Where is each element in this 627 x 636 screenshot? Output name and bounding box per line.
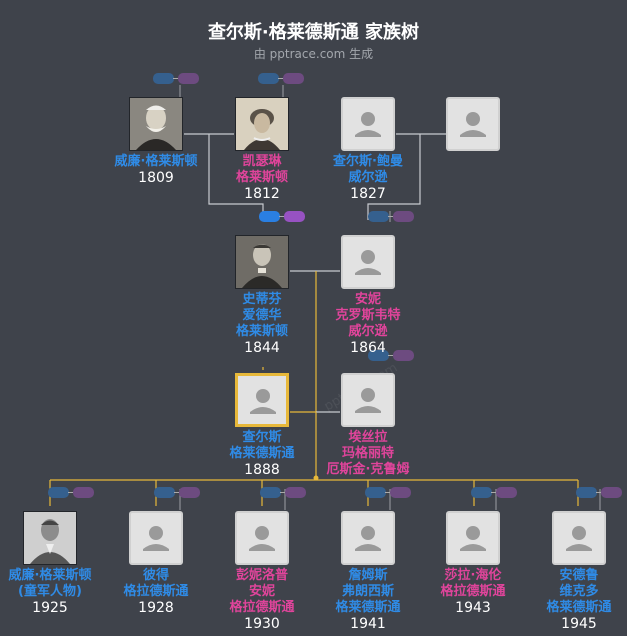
- expand-toggle[interactable]: [154, 487, 200, 498]
- person-birth-year: 1864: [350, 340, 386, 356]
- person-birth-year: 1928: [138, 600, 174, 616]
- person-name-c4[interactable]: 詹姆斯弗朗西斯格莱德斯通: [293, 568, 443, 616]
- name-line: 詹姆斯: [348, 568, 388, 583]
- person-photo-p5[interactable]: [235, 235, 289, 289]
- person-name-p1[interactable]: 威廉·格莱斯顿: [81, 154, 231, 170]
- person-photo-p8[interactable]: [341, 373, 395, 427]
- name-line: 格拉德斯通: [123, 584, 189, 599]
- name-line: 彭妮洛普: [235, 568, 288, 583]
- name-line: 格拉德斯通: [229, 600, 295, 615]
- person-photo-p2[interactable]: [235, 97, 289, 151]
- person-photo-p4[interactable]: [446, 97, 500, 151]
- person-birth-year: 1827: [350, 186, 386, 202]
- expand-toggle[interactable]: [368, 211, 414, 222]
- name-line: 查尔斯·鲍曼: [333, 154, 403, 169]
- person-birth-year: 1844: [244, 340, 280, 356]
- name-line: 格莱斯顿: [235, 324, 288, 339]
- name-line: 玛格丽特: [341, 446, 394, 461]
- name-line: 史蒂芬: [242, 292, 282, 307]
- person-photo-c6[interactable]: [552, 511, 606, 565]
- person-photo-p1[interactable]: [129, 97, 183, 151]
- name-line: 埃丝拉: [348, 430, 388, 445]
- person-photo-c5[interactable]: [446, 511, 500, 565]
- person-name-p8[interactable]: 埃丝拉玛格丽特厄斯金·克鲁姆: [293, 430, 443, 478]
- name-line: 爱德华: [242, 308, 282, 323]
- page-title: 查尔斯·格莱德斯通 家族树: [207, 22, 420, 43]
- person-name-c2[interactable]: 彼得格拉德斯通: [81, 568, 231, 600]
- name-line: 维克多: [559, 584, 599, 599]
- name-line: 克罗斯韦特: [335, 308, 401, 323]
- expand-toggle[interactable]: [365, 487, 411, 498]
- person-name-p6[interactable]: 安妮克罗斯韦特威尔逊: [293, 292, 443, 340]
- name-line: 格拉德斯通: [440, 584, 506, 599]
- name-line: 查尔斯: [242, 430, 282, 445]
- expand-toggle[interactable]: [368, 350, 414, 361]
- person-photo-c3[interactable]: [235, 511, 289, 565]
- name-line: 格莱德斯通: [546, 600, 612, 615]
- person-photo-c1[interactable]: [23, 511, 77, 565]
- name-line: (童军人物): [18, 584, 82, 599]
- person-name-p5[interactable]: 史蒂芬爱德华格莱斯顿: [187, 292, 337, 340]
- name-line: 莎拉·海伦: [444, 568, 502, 583]
- expand-toggle[interactable]: [153, 73, 199, 84]
- person-name-c6[interactable]: 安德鲁维克多格莱德斯通: [504, 568, 627, 616]
- expand-toggle[interactable]: [471, 487, 517, 498]
- expand-toggle[interactable]: [260, 487, 306, 498]
- name-line: 威廉·格莱斯顿: [8, 568, 92, 583]
- person-birth-year: 1812: [244, 186, 280, 202]
- name-line: 弗朗西斯: [341, 584, 394, 599]
- expand-toggle[interactable]: [259, 211, 305, 222]
- person-name-p3[interactable]: 查尔斯·鲍曼威尔逊: [293, 154, 443, 186]
- expand-toggle[interactable]: [48, 487, 94, 498]
- name-line: 彼得: [142, 568, 169, 583]
- person-name-c1[interactable]: 威廉·格莱斯顿(童军人物): [0, 568, 125, 600]
- person-birth-year: 1809: [138, 170, 174, 186]
- expand-toggle[interactable]: [258, 73, 304, 84]
- person-name-p7[interactable]: 查尔斯格莱德斯通: [187, 430, 337, 462]
- expand-toggle[interactable]: [576, 487, 622, 498]
- person-photo-p6[interactable]: [341, 235, 395, 289]
- person-birth-year: 1943: [455, 600, 491, 616]
- name-line: 格莱德斯通: [335, 600, 401, 615]
- name-line: 厄斯金·克鲁姆: [326, 462, 410, 477]
- name-line: 威廉·格莱斯顿: [114, 154, 198, 169]
- person-birth-year: 1930: [244, 616, 280, 632]
- page-subtitle: 由 pptrace.com 生成: [253, 47, 374, 61]
- name-line: 格莱斯顿: [235, 170, 288, 185]
- name-line: 安妮: [248, 584, 275, 599]
- person-birth-year: 1888: [244, 462, 280, 478]
- name-line: 安妮: [354, 292, 381, 307]
- person-name-p2[interactable]: 凯瑟琳格莱斯顿: [187, 154, 337, 186]
- person-birth-year: 1925: [32, 600, 68, 616]
- person-photo-c2[interactable]: [129, 511, 183, 565]
- person-name-c3[interactable]: 彭妮洛普安妮格拉德斯通: [187, 568, 337, 616]
- person-photo-c4[interactable]: [341, 511, 395, 565]
- person-name-c5[interactable]: 莎拉·海伦格拉德斯通: [398, 568, 548, 600]
- person-birth-year: 1941: [350, 616, 386, 632]
- person-photo-p3[interactable]: [341, 97, 395, 151]
- name-line: 安德鲁: [559, 568, 599, 583]
- name-line: 格莱德斯通: [229, 446, 295, 461]
- name-line: 威尔逊: [348, 324, 388, 339]
- name-line: 威尔逊: [348, 170, 388, 185]
- name-line: 凯瑟琳: [242, 154, 282, 169]
- person-birth-year: 1945: [561, 616, 597, 632]
- person-photo-p7[interactable]: [235, 373, 289, 427]
